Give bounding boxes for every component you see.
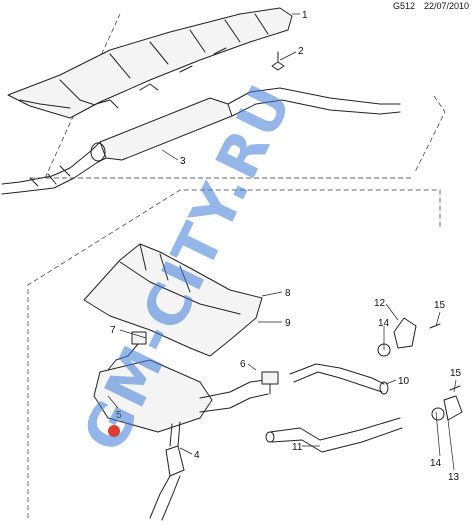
watermark-dot [108, 425, 120, 437]
clamp-part-6 [261, 371, 279, 395]
diagram-code: G512 [393, 1, 415, 11]
callout-13: 13 [448, 472, 460, 483]
front-muffler [93, 359, 269, 447]
front-pipe [149, 445, 185, 521]
callout-2: 2 [298, 46, 304, 57]
diagram-date: 22/07/2010 [424, 1, 469, 11]
intermediate-pipe [289, 363, 389, 395]
callout-14-lower: 14 [430, 458, 442, 469]
callout-12: 12 [374, 298, 386, 309]
callout-9: 9 [285, 318, 291, 329]
callout-5: 5 [116, 410, 122, 421]
callout-10: 10 [398, 376, 410, 387]
callout-3: 3 [180, 156, 186, 167]
callout-8: 8 [285, 288, 291, 299]
callout-15-upper: 15 [434, 300, 446, 311]
tail-pipe [265, 417, 403, 453]
callout-6: 6 [240, 359, 246, 370]
lower-heat-shield [83, 243, 263, 357]
callout-4: 4 [194, 450, 200, 461]
clip-part-2 [271, 51, 285, 71]
callout-7: 7 [110, 325, 116, 336]
callout-11: 11 [292, 442, 303, 453]
callout-1: 1 [302, 10, 308, 21]
leader-lines [107, 13, 457, 471]
lower-dashed-frame [27, 189, 441, 518]
upper-heat-shield [7, 7, 293, 119]
callout-14-upper: 14 [378, 318, 390, 329]
callout-15-lower: 15 [450, 368, 462, 379]
rear-muffler-assembly [1, 87, 401, 195]
